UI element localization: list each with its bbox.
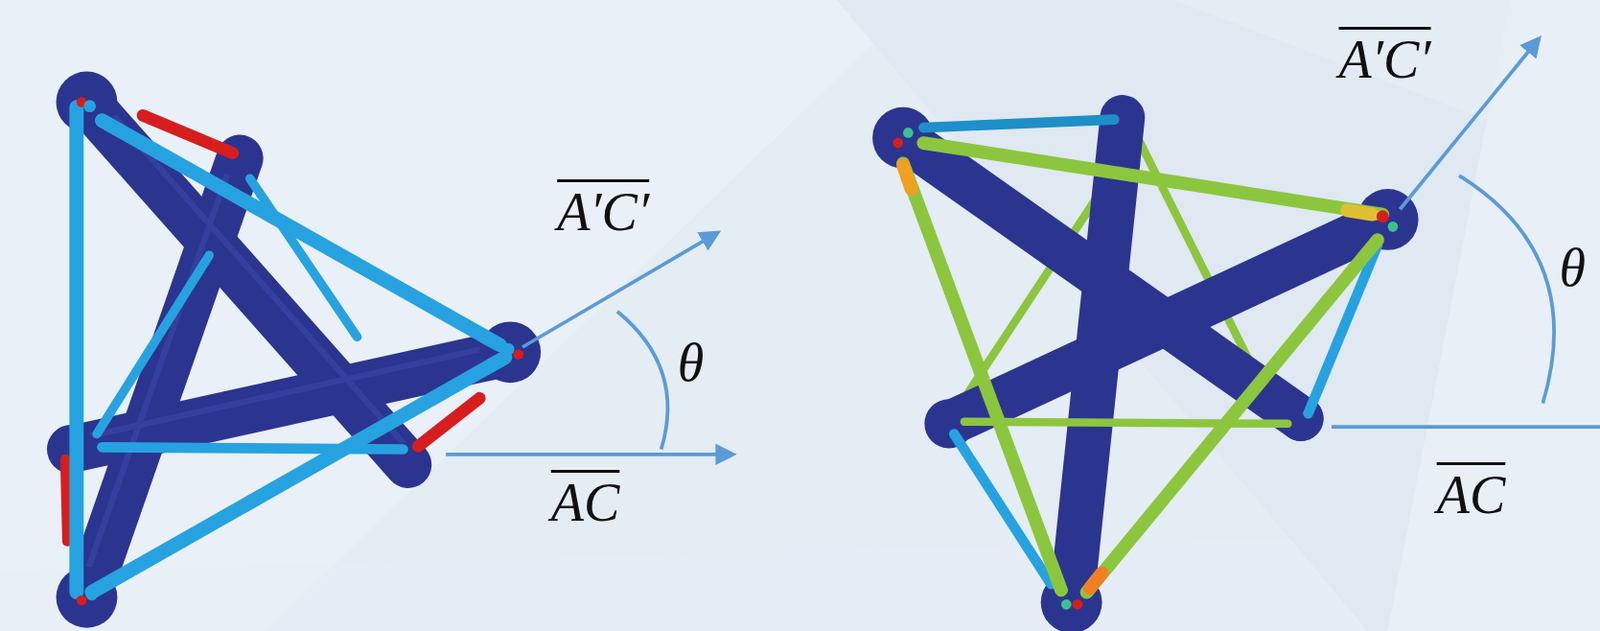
vector-label: AC <box>551 471 621 534</box>
angle-label: θ <box>677 331 705 394</box>
right-lattice <box>872 96 1418 631</box>
vector-label: A′C′ <box>556 181 650 243</box>
angle-annotation <box>445 38 1600 454</box>
left-lattice <box>46 71 541 628</box>
vector-label: AC <box>1437 463 1507 526</box>
angle-label: θ <box>1558 236 1586 299</box>
vector-label: A′C′ <box>1339 28 1432 91</box>
